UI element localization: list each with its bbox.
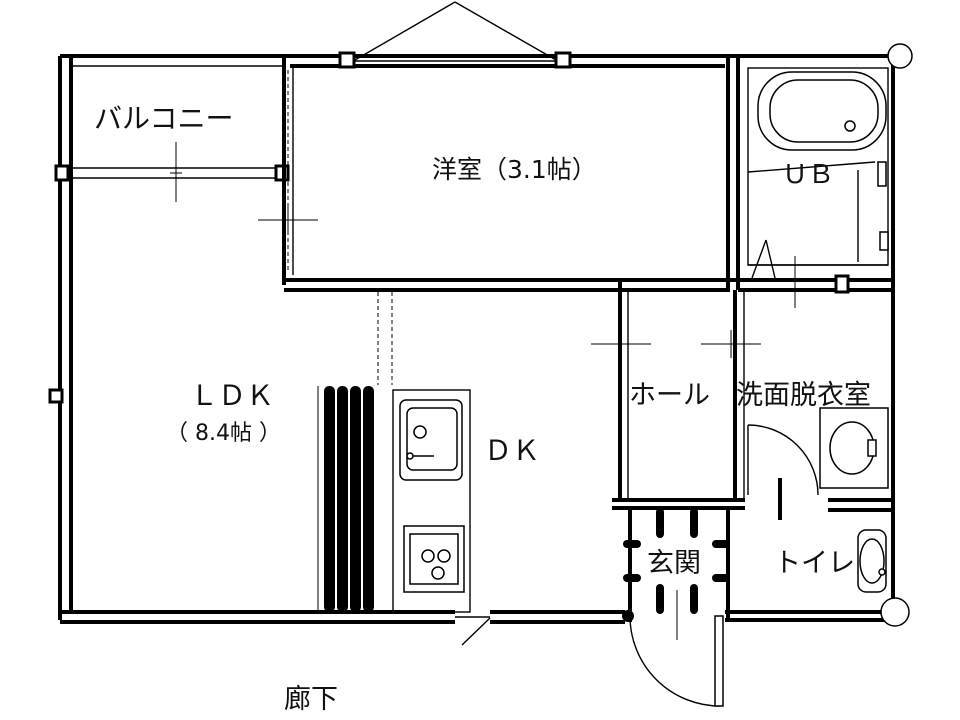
unit-bath-label: ＵＢ	[782, 160, 834, 190]
washroom	[747, 407, 893, 512]
hall-walls	[591, 282, 761, 510]
counter-stripes	[324, 386, 374, 612]
western-room-walls	[258, 1, 740, 292]
dk-label: ＤＫ	[484, 434, 540, 467]
entrance-label: 玄関	[647, 548, 701, 579]
ldk-size-label: （ 8.4帖 ）	[166, 421, 281, 446]
washroom-label: 洗面脱衣室	[736, 380, 871, 411]
unit-bath	[738, 43, 913, 308]
corridor-label: 廊下	[284, 684, 338, 715]
hall-label: ホール	[629, 380, 710, 411]
exterior-walls	[58, 54, 900, 624]
ldk-label: ＬＤＫ	[190, 379, 274, 412]
western-room-label: 洋室（3.1帖）	[432, 155, 597, 184]
balcony-area	[54, 142, 290, 202]
toilet-area	[778, 478, 910, 627]
room-labels: バルコニー 洋室（3.1帖） ＵＢ ＬＤＫ （ 8.4帖 ） ＤＫ ホール 洗面…	[94, 102, 871, 715]
balcony-label: バルコニー	[94, 102, 233, 135]
entrance-marks	[623, 508, 730, 614]
toilet-label: トイレ	[774, 548, 855, 579]
entrance-area	[622, 508, 730, 707]
kitchen-fixtures	[48, 292, 491, 646]
